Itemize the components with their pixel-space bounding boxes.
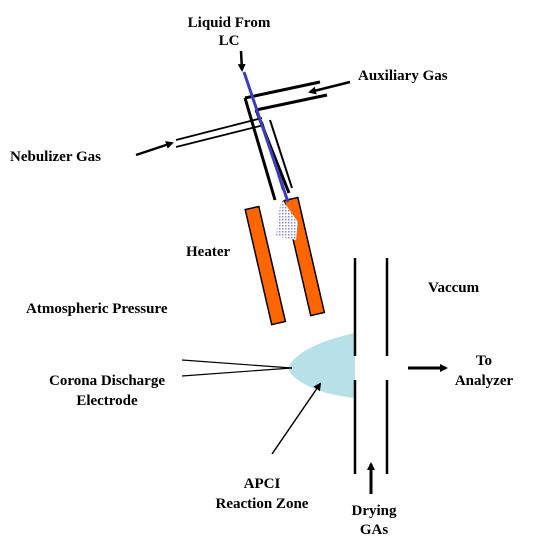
- nebulizer-gas-arrow: [135, 141, 174, 157]
- lc-capillary: [242, 71, 290, 203]
- label-apci: APCI: [244, 476, 281, 492]
- label-heater: Heater: [186, 244, 230, 260]
- label-electrode: Electrode: [76, 393, 138, 409]
- label-corona-discharge: Corona Discharge: [49, 373, 165, 389]
- label-auxiliary-gas: Auxiliary Gas: [358, 68, 448, 84]
- label-atmospheric-pressure: Atmospheric Pressure: [26, 301, 168, 317]
- label-to: To: [476, 353, 492, 369]
- label-gas: GAs: [360, 522, 389, 538]
- label-reaction-zone: Reaction Zone: [216, 496, 309, 512]
- label-nebulizer-gas: Nebulizer Gas: [10, 149, 101, 165]
- label-lc: LC: [219, 33, 240, 49]
- probe-body: [243, 80, 328, 201]
- label-vaccum: Vaccum: [428, 280, 480, 296]
- label-analyzer: Analyzer: [455, 373, 514, 389]
- nebulizer-gas-tube: [175, 117, 265, 148]
- label-drying: Drying: [352, 503, 398, 519]
- apci-reaction-zone-shape: [288, 333, 355, 398]
- spray-cone: [276, 198, 298, 240]
- label-liquid-from: Liquid From: [188, 15, 271, 31]
- auxiliary-gas-arrow: [308, 80, 351, 95]
- apci-pointer-arrow: [271, 382, 322, 455]
- corona-discharge-electrode: [181, 359, 293, 377]
- heater-left-bar: [244, 205, 287, 326]
- liquid-arrow: [237, 50, 246, 72]
- vacuum-interface: [353, 258, 389, 474]
